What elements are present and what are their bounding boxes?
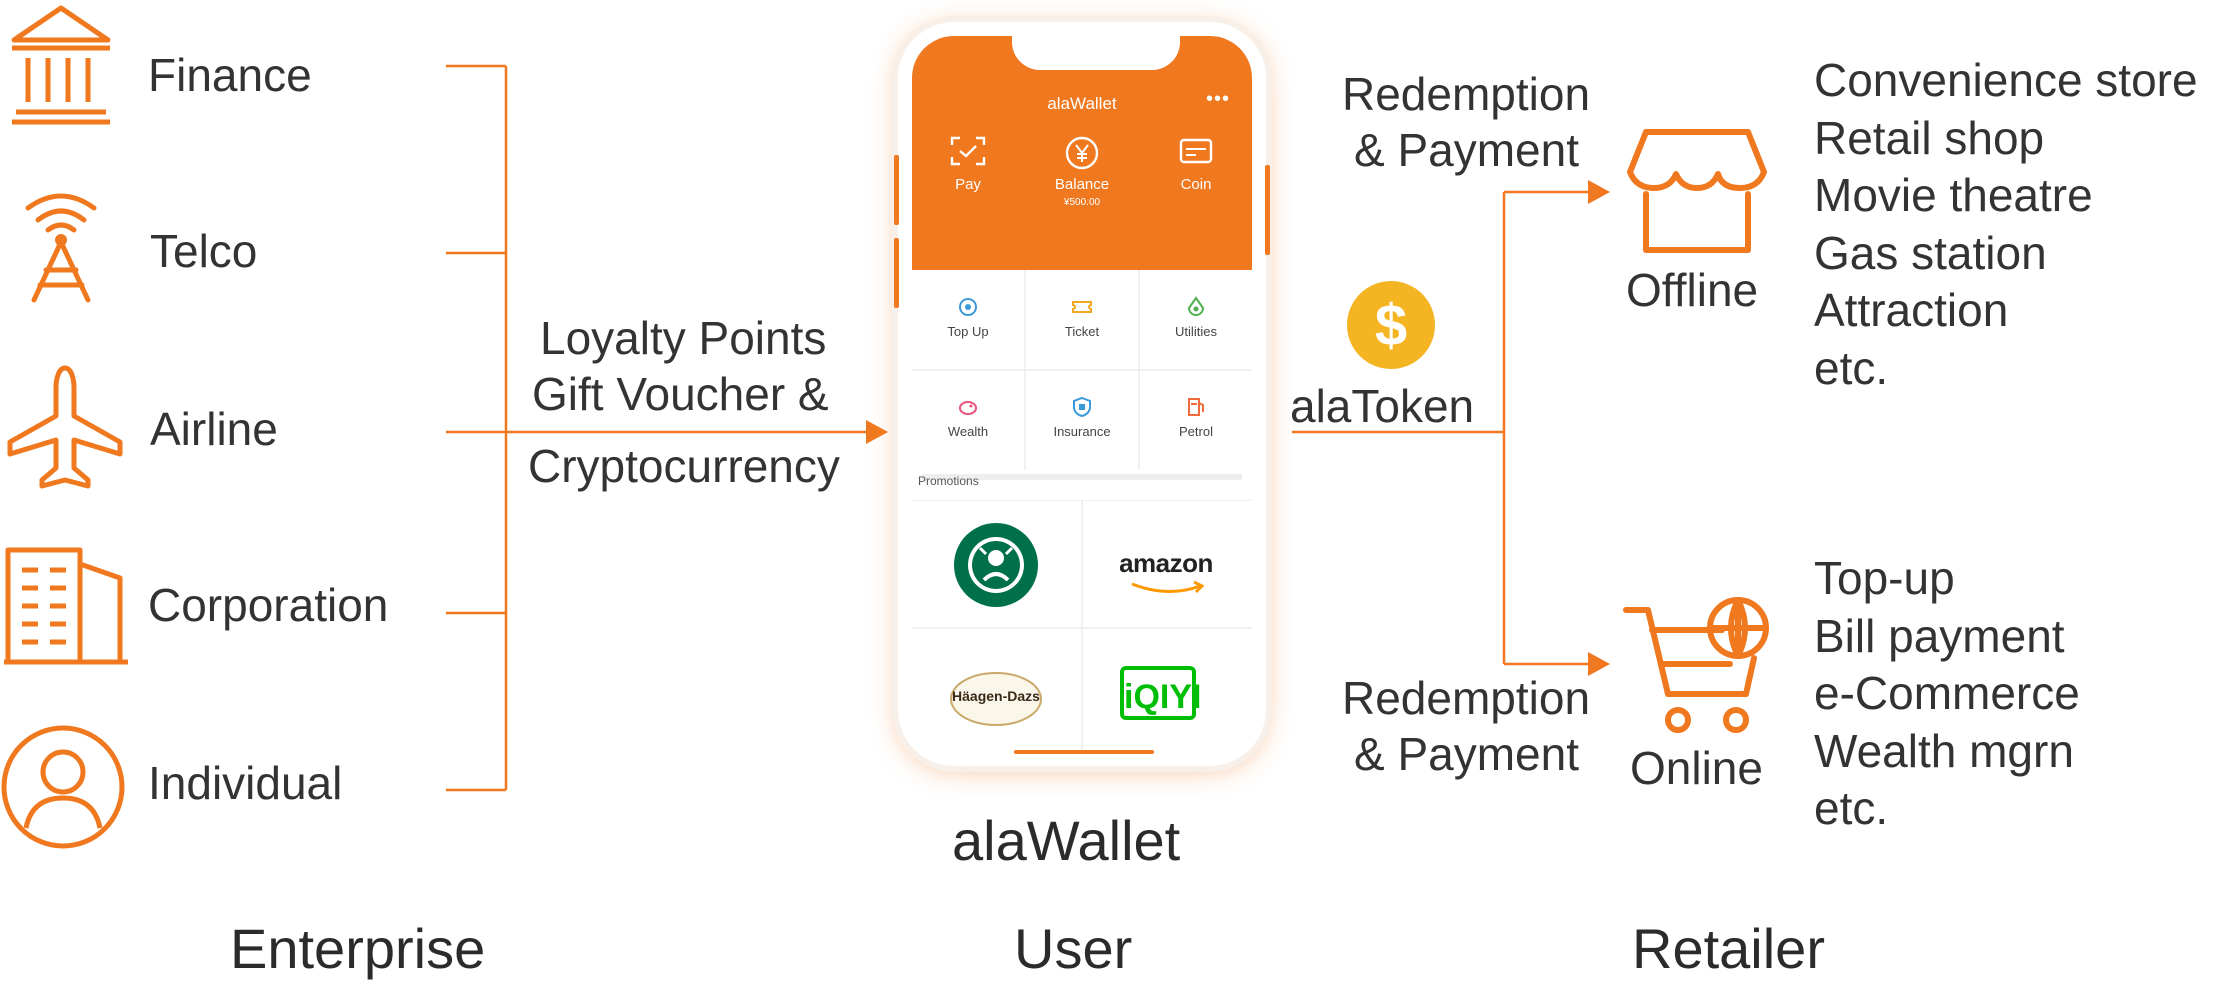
phone-mockup: alaWallet ••• Pay Balance ¥500.00 <box>898 22 1266 766</box>
promo-starbucks[interactable] <box>914 502 1078 628</box>
piggy-bank-icon <box>959 401 977 415</box>
promo-haagen-dazs[interactable]: Häagen-Dazs <box>914 630 1078 756</box>
enterprise-item-individual: Individual <box>148 757 343 809</box>
service-label: Top Up <box>947 324 989 339</box>
online-label: Online <box>1630 742 1763 794</box>
list-item: Bill payment <box>1814 609 2065 662</box>
list-item: Top-up <box>1814 552 1955 604</box>
list-item: e-Commerce <box>1814 667 2080 719</box>
yen-coin-icon <box>1065 136 1099 170</box>
section-label-enterprise: Enterprise <box>230 917 486 980</box>
haagen-dazs-logo: Häagen-Dazs <box>952 688 1040 704</box>
home-indicator <box>1014 750 1154 754</box>
service-petrol[interactable]: Petrol <box>1140 370 1252 470</box>
coffee-logo-icon <box>954 523 1038 607</box>
service-insurance[interactable]: Insurance <box>1026 370 1138 470</box>
wallet-action-label: Balance <box>1054 176 1110 193</box>
service-grid-lines <box>912 270 1252 480</box>
wallet-app-title: alaWallet <box>1047 94 1117 113</box>
section-label-retailer: Retailer <box>1632 917 1825 980</box>
token-label: alaToken <box>1290 380 1475 432</box>
enterprise-item-telco: Telco <box>150 225 258 277</box>
amazon-logo: amazon <box>1119 548 1213 578</box>
flow-label-gift-voucher: Gift Voucher & <box>532 368 829 420</box>
fuel-pump-icon <box>1188 398 1204 416</box>
phone-side-button <box>894 155 899 225</box>
list-item: Wealth mgrn <box>1814 724 2074 777</box>
more-icon[interactable]: ••• <box>1205 88 1230 110</box>
wallet-action-pay[interactable]: Pay <box>928 136 1008 193</box>
wallet-balance-amount: ¥500.00 <box>1063 197 1101 208</box>
refresh-icon <box>959 298 977 316</box>
drop-icon <box>1187 296 1205 316</box>
promo-amazon[interactable]: amazon <box>1084 502 1248 628</box>
enterprise-item-airline: Airline <box>150 403 278 455</box>
shopping-cart-globe-icon <box>1623 597 1769 733</box>
payment-label-top: & Payment <box>1354 124 1579 176</box>
service-label: Petrol <box>1179 424 1213 439</box>
online-list: Top-up Bill payment e-Commerce Wealth mg… <box>1814 550 2080 838</box>
service-label: Wealth <box>947 424 989 439</box>
wallet-action-balance[interactable]: Balance ¥500.00 <box>1042 136 1122 208</box>
bank-icon <box>11 5 111 125</box>
wallet-action-label: Coin <box>1180 176 1212 193</box>
service-label: Utilities <box>1175 324 1217 339</box>
flow-label-cryptocurrency: Cryptocurrency <box>528 440 840 492</box>
list-item: etc. <box>1814 782 1889 834</box>
list-item: Movie theatre <box>1814 169 2093 221</box>
token-symbol: $ <box>1374 293 1408 358</box>
building-icon <box>4 547 128 665</box>
service-utilities[interactable]: Utilities <box>1140 270 1252 370</box>
enterprise-item-finance: Finance <box>148 49 312 101</box>
phone-notch <box>1012 36 1180 70</box>
redemption-label-top: Redemption <box>1342 68 1591 120</box>
list-item: Retail shop <box>1814 111 2045 164</box>
list-item: Convenience store <box>1814 54 2198 106</box>
enterprise-item-corporation: Corporation <box>148 579 389 631</box>
smile-arrow-icon <box>1131 580 1205 594</box>
airplane-icon <box>7 365 123 489</box>
offline-label: Offline <box>1626 264 1759 316</box>
haagen-dazs-badge-icon <box>950 672 1042 726</box>
payment-label-bottom: & Payment <box>1354 728 1579 780</box>
wallet-action-label: Pay <box>955 176 981 193</box>
iqiyi-logo: iQIYI <box>1120 666 1201 720</box>
wallet-caption: alaWallet <box>952 809 1181 872</box>
phone-side-button <box>1265 165 1270 255</box>
storefront-icon <box>1627 129 1767 253</box>
service-wealth[interactable]: Wealth <box>912 370 1024 470</box>
shield-icon <box>1073 396 1091 418</box>
list-item: Gas station <box>1814 226 2047 279</box>
redemption-label-bottom: Redemption <box>1342 672 1591 724</box>
ticket-icon <box>1072 301 1092 313</box>
card-icon <box>1179 138 1213 164</box>
service-label: Insurance <box>1053 424 1111 439</box>
list-item: Attraction <box>1814 284 2009 336</box>
list-item: etc. <box>1814 341 1889 394</box>
scan-icon <box>950 136 986 166</box>
person-icon <box>1 725 125 849</box>
service-label: Ticket <box>1064 324 1100 339</box>
service-top-up[interactable]: Top Up <box>912 270 1024 370</box>
wallet-action-coin[interactable]: Coin <box>1156 136 1236 193</box>
phone-side-button <box>894 238 899 308</box>
promotions-label: Promotions <box>918 474 979 488</box>
promo-iqiyi[interactable]: iQIYI <box>1084 630 1248 756</box>
dollar-coin-icon <box>1347 281 1435 369</box>
offline-list: Convenience store Retail shop Movie thea… <box>1814 52 2198 397</box>
promo-grid-lines <box>912 500 1252 750</box>
tower-icon <box>25 193 97 303</box>
section-label-user: User <box>1014 917 1133 980</box>
flow-label-loyalty-points: Loyalty Points <box>540 312 827 364</box>
service-ticket[interactable]: Ticket <box>1026 270 1138 370</box>
wallet-header: alaWallet ••• Pay Balance ¥500.00 <box>912 36 1252 270</box>
